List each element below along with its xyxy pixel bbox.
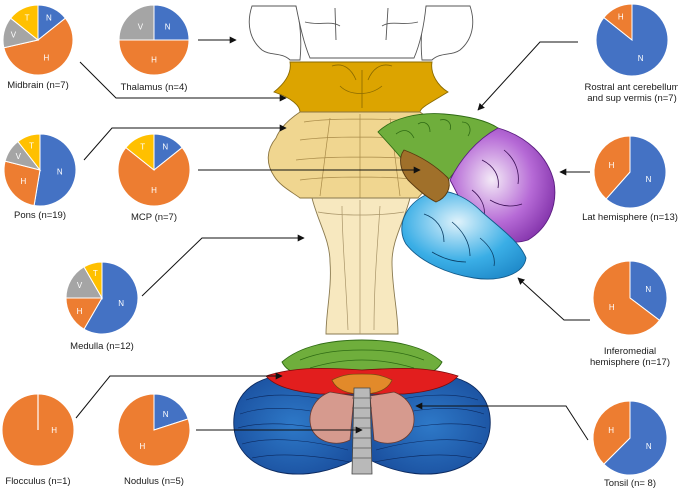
pie-slice-label-rostral-N: N xyxy=(638,54,644,63)
pie-slice-label-midbrain-V: V xyxy=(11,30,17,39)
mcp-region xyxy=(400,149,450,203)
pie-slice-label-thalamus-H: H xyxy=(151,55,157,64)
pie-caption-flocculus: Flocculus (n=1) xyxy=(5,476,70,487)
arrow-rostral xyxy=(477,41,578,111)
pie-slice-thalamus-N xyxy=(153,4,190,41)
pie-slice-label-nodulus-N: N xyxy=(163,410,169,419)
arrow-tonsil xyxy=(415,402,589,441)
pie-slice-lathemi-H xyxy=(593,135,631,200)
pie-slice-label-inferomed-H: H xyxy=(609,303,615,312)
pie-slice-label-midbrain-T: T xyxy=(25,13,30,22)
pie-slice-label-mcp-T: T xyxy=(140,143,145,152)
pie-slice-tonsil-H xyxy=(592,400,631,465)
pie-slice-label-tonsil-N: N xyxy=(646,442,652,451)
arrow-medulla xyxy=(141,234,305,297)
pie-slice-label-mcp-H: H xyxy=(151,186,157,195)
pie-slice-tonsil-N xyxy=(603,400,668,476)
pie-caption-tonsil: Tonsil (n= 8) xyxy=(604,478,656,489)
vermis-region xyxy=(351,387,373,475)
pie-caption-mcp: MCP (n=7) xyxy=(131,212,177,223)
pie-slice-label-pons-T: T xyxy=(29,141,34,150)
pie-slice-label-medulla-N: N xyxy=(118,299,124,308)
pie-slice-label-mcp-N: N xyxy=(162,143,168,152)
pie-slice-mcp-H xyxy=(117,146,191,207)
pie-flocculus: H Flocculus (n=1) xyxy=(1,393,75,487)
pie-mcp: N H T MCP (n=7) xyxy=(117,133,191,223)
arrow-pons xyxy=(83,124,287,161)
pie-slice-lathemi-N xyxy=(605,135,667,209)
pie-slice-label-nodulus-H: H xyxy=(139,442,145,451)
pie-midbrain: N H VT Midbrain (n=7) xyxy=(2,4,74,91)
pie-slice-thalamus-H xyxy=(118,39,190,76)
pie-slice-mcp-T xyxy=(125,133,155,172)
pie-caption-pons: Pons (n=19) xyxy=(14,210,66,221)
pie-caption-nodulus: Nodulus (n=5) xyxy=(124,476,184,487)
pie-slice-pons-N xyxy=(33,133,77,207)
pie-slice-label-medulla-T: T xyxy=(93,269,98,278)
medulla-region xyxy=(311,197,411,335)
pie-slice-nodulus-N xyxy=(153,393,189,431)
pie-thalamus: N H V Thalamus (n=4) xyxy=(118,4,190,93)
pie-tonsil: N H Tonsil (n= 8) xyxy=(592,400,668,489)
pie-caption-medulla: Medulla (n=12) xyxy=(70,341,134,352)
pie-slice-medulla-N xyxy=(83,261,139,335)
pie-slice-label-medulla-H: H xyxy=(77,307,83,316)
pie-slice-midbrain-T xyxy=(9,4,39,42)
pie-slice-rostral-H xyxy=(603,3,633,42)
pie-slice-inferomed-H xyxy=(592,260,661,336)
connector-lines xyxy=(75,36,590,441)
arrow-midbrain xyxy=(79,61,287,102)
pie-slice-label-tonsil-H: H xyxy=(608,426,614,435)
pie-slice-pons-T xyxy=(17,133,41,172)
pie-slice-inferomed-N xyxy=(629,260,668,321)
pie-caption-rostral: Rostral ant cerebellum xyxy=(584,82,678,93)
pie-slice-thalamus-V xyxy=(118,4,155,41)
pie-slice-midbrain-H xyxy=(3,17,74,76)
arrow-inferomed xyxy=(517,277,590,321)
cerebellum-ventral-drawing xyxy=(233,339,491,475)
pie-caption-inferomed: Inferomedial xyxy=(604,346,656,357)
pie-caption-rostral: and sup vermis (n=7) xyxy=(587,93,677,104)
pie-caption-midbrain: Midbrain (n=7) xyxy=(7,80,69,91)
pie-slice-label-medulla-V: V xyxy=(77,281,83,290)
pie-slice-label-pons-V: V xyxy=(16,152,22,161)
pie-nodulus: N H Nodulus (n=5) xyxy=(117,393,191,487)
pie-slice-label-lathemi-N: N xyxy=(646,175,652,184)
pie-slice-label-thalamus-N: N xyxy=(165,22,171,31)
pie-caption-lathemi: Lat hemisphere (n=13) xyxy=(582,212,678,223)
pie-slice-label-lathemi-H: H xyxy=(609,161,615,170)
arrow-flocculus xyxy=(75,372,283,419)
pie-caption-inferomed: hemisphere (n=17) xyxy=(590,357,670,368)
pie-slice-label-pons-H: H xyxy=(21,177,27,186)
pie-slice-pons-H xyxy=(3,160,41,207)
pie-slice-label-midbrain-H: H xyxy=(43,53,49,62)
pie-slice-label-pons-N: N xyxy=(57,168,63,177)
brainstem-drawing xyxy=(248,5,556,335)
pie-slice-label-thalamus-V: V xyxy=(138,22,144,31)
midbrain-region xyxy=(273,61,449,113)
pie-slice-label-flocculus-H: H xyxy=(51,426,57,435)
pie-slice-label-inferomed-N: N xyxy=(645,285,651,294)
pie-pons: N H VT Pons (n=19) xyxy=(3,133,77,221)
pie-medulla: N H V T Medulla (n=12) xyxy=(65,261,139,352)
pie-slice-label-midbrain-N: N xyxy=(46,13,52,22)
pie-slice-label-rostral-H: H xyxy=(618,13,624,22)
pie-lathemi: N H Lat hemisphere (n=13) xyxy=(582,135,678,223)
thalamus-outline xyxy=(248,5,474,61)
pie-caption-thalamus: Thalamus (n=4) xyxy=(121,82,188,93)
pie-slice-medulla-T xyxy=(83,261,103,300)
pie-slice-nodulus-H xyxy=(117,393,191,467)
